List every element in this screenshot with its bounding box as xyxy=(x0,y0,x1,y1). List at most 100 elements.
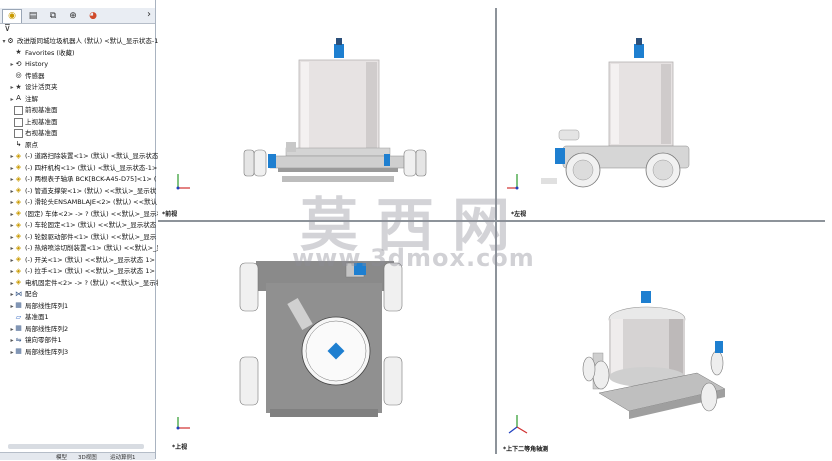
tree-item-label: 电机固定件<2> -> ? (默认) <<默认>_显示状 xyxy=(25,278,163,287)
viewport-divider-vertical[interactable] xyxy=(495,8,497,454)
expand-toggle-icon[interactable]: ▸ xyxy=(10,61,14,68)
dimxpert-manager-tab[interactable]: ⊕ xyxy=(64,9,82,22)
expand-toggle-icon[interactable]: ▸ xyxy=(10,245,14,252)
chevron-right-icon[interactable]: › xyxy=(147,9,151,20)
tree-item[interactable]: ▸▦局部线性阵列1 xyxy=(0,301,155,313)
viewport-front[interactable]: *前视 xyxy=(158,8,494,220)
expand-toggle-icon[interactable]: ▸ xyxy=(10,291,14,298)
tree-item[interactable]: ▸▦局部线性阵列3 xyxy=(0,347,155,359)
tree-item[interactable]: ▸◈(-) 管道支撑架<1> (默认) <<默认>_显示状 xyxy=(0,186,157,198)
tree-item-label: 局部线性阵列3 xyxy=(25,347,69,356)
expand-toggle-icon[interactable]: ▸ xyxy=(10,164,14,172)
folder-icon: ★ xyxy=(15,48,22,57)
tree-item[interactable]: ▸◈(-) 轮毂驱动部件<1> (默认) <<默认>_显示 xyxy=(0,232,156,244)
tree-item-label: 镜向零部件1 xyxy=(25,336,62,344)
part-icon: ◈ xyxy=(15,266,22,275)
tree-item-label: 注解 xyxy=(25,94,38,103)
wheel xyxy=(403,149,417,177)
tree-item[interactable]: 前视基准面 xyxy=(0,105,155,117)
tab-model[interactable]: 模型 xyxy=(56,455,68,461)
tree-item-label: (-) 四杆机构<1> (默认) <默认_显示状态-1> xyxy=(25,163,158,172)
pattern-icon: ▦ xyxy=(15,301,22,310)
expand-toggle-icon[interactable]: ▸ xyxy=(10,210,14,218)
viewport-label-front: *前视 xyxy=(162,211,178,218)
expand-toggle-icon[interactable]: ▾ xyxy=(2,38,6,45)
expand-toggle-icon[interactable]: ▸ xyxy=(10,256,14,264)
tree-item[interactable]: ▸◈(-) 道路扫除装置<1> (默认) <默认_显示状态 xyxy=(0,151,159,163)
wheel xyxy=(383,262,403,312)
tree-item[interactable]: ▸⟲History xyxy=(0,59,155,71)
bottom-tabs: 模型 3D视图 运动算例1 xyxy=(0,452,155,461)
feature-manager-tab[interactable]: ◉ xyxy=(2,8,22,23)
tree-item[interactable]: ▸⋈配合 xyxy=(0,289,155,301)
isometric-view-model xyxy=(508,291,726,434)
tree-item[interactable]: ▸◈(-) 四杆机构<1> (默认) <默认_显示状态-1> xyxy=(0,163,158,175)
expand-toggle-icon[interactable]: ▸ xyxy=(10,348,14,356)
horizontal-scrollbar[interactable] xyxy=(8,444,144,449)
viewport-isometric[interactable]: *上下二等角轴测 xyxy=(497,223,825,454)
part-icon: ◈ xyxy=(15,232,22,241)
configuration-manager-tab[interactable]: ⧉ xyxy=(44,9,62,22)
viewport-top[interactable]: *上视 xyxy=(158,223,494,454)
part-icon: ◈ xyxy=(15,174,22,183)
tree-item[interactable]: ▾⚙改进版同城垃圾机器人 (默认) <默认_显示状态-1> xyxy=(0,36,163,48)
expand-toggle-icon[interactable]: ▸ xyxy=(10,187,14,195)
tree-item-label: 原点 xyxy=(25,140,38,149)
part-icon: ◈ xyxy=(15,255,22,264)
expand-toggle-icon[interactable]: ▸ xyxy=(10,153,14,160)
expand-toggle-icon[interactable]: ▸ xyxy=(10,176,14,183)
tab-motion-study[interactable]: 运动算例1 xyxy=(110,455,136,461)
property-manager-tab[interactable]: ▤ xyxy=(24,9,42,22)
expand-toggle-icon[interactable]: ▸ xyxy=(10,95,14,103)
tree-item[interactable]: ▸▦局部线性阵列2 xyxy=(0,324,155,336)
tree-item[interactable]: ▸◈(-) 车轮固定<1> (默认) <<默认>_显示状态 xyxy=(0,220,156,232)
viewport-left[interactable]: *左视 xyxy=(497,8,825,220)
expand-toggle-icon[interactable]: ▸ xyxy=(10,337,14,344)
viewport-label-left: *左视 xyxy=(511,211,527,218)
tree-item[interactable]: ▸◈(-) 开关<1> (默认) <<默认>_显示状态 1> xyxy=(0,255,155,267)
part-icon: ◈ xyxy=(15,209,22,218)
tree-item[interactable]: ▸★设计活页夹 xyxy=(0,82,155,94)
wheel xyxy=(239,356,259,406)
tree-item[interactable]: ◎传感器 xyxy=(0,71,155,83)
pattern-icon: ▦ xyxy=(15,347,22,356)
filter-icon[interactable]: ⊽ xyxy=(4,24,11,34)
tree-item[interactable]: ↳原点 xyxy=(0,140,155,152)
expand-toggle-icon[interactable]: ▸ xyxy=(10,199,14,206)
tree-item[interactable]: ★Favorites (收藏) xyxy=(0,48,155,60)
crosshair-icon: ⊕ xyxy=(69,10,77,21)
viewport-divider-horizontal[interactable] xyxy=(158,220,825,222)
tree-item-label: (-) 管道支撑架<1> (默认) <<默认>_显示状 xyxy=(25,186,157,195)
color-wheel-icon: ◕ xyxy=(89,10,97,21)
expand-toggle-icon[interactable]: ▸ xyxy=(10,233,14,241)
tree-item[interactable]: ▸◈(-) 热熔喷涂切削装置<1> (默认) <<默认>_显 xyxy=(0,243,162,255)
wheel xyxy=(253,149,267,177)
tree-item[interactable]: ▸◈(-) 拉手<1> (默认) <<默认>_显示状态 1> xyxy=(0,266,155,278)
expand-toggle-icon[interactable]: ▸ xyxy=(10,268,14,275)
tree-item-label: (-) 拉手<1> (默认) <<默认>_显示状态 1> xyxy=(25,267,155,275)
expand-toggle-icon[interactable]: ▸ xyxy=(10,302,14,310)
watermark-url: www.3dmox.com xyxy=(292,244,535,272)
tree-item[interactable]: ▸⇋镜向零部件1 xyxy=(0,335,155,347)
display-manager-tab[interactable]: ◕ xyxy=(84,9,102,22)
wheel xyxy=(239,262,259,312)
expand-toggle-icon[interactable]: ▸ xyxy=(10,222,14,229)
wheel xyxy=(700,382,718,412)
tree-item-label: (-) 两根表子轴承 BCK[BCK-A45-D75]<1> ( xyxy=(25,175,157,183)
expand-toggle-icon[interactable]: ▸ xyxy=(10,325,14,333)
tree-item[interactable]: ▸◈(-) 滑轮头ENSAMBLAJE<2> (默认) <<默认 xyxy=(0,197,157,209)
tree-item[interactable]: 右视基准面 xyxy=(0,128,155,140)
tree-item[interactable]: ▸◈(固定) 车体<2> -> ? (默认) <<默认>_显示状 xyxy=(0,209,162,221)
mates-icon: ⋈ xyxy=(15,289,22,298)
expand-toggle-icon[interactable]: ▸ xyxy=(10,279,14,287)
tree-item[interactable]: 上视基准面 xyxy=(0,117,155,129)
tree-item-label: (-) 道路扫除装置<1> (默认) <默认_显示状态 xyxy=(25,152,159,160)
tab-3d-views[interactable]: 3D视图 xyxy=(78,455,97,461)
tree-item-label: 右视基准面 xyxy=(25,129,58,137)
tree-item-label: History xyxy=(25,60,49,68)
tree-item[interactable]: ▱基准面1 xyxy=(0,312,155,324)
expand-toggle-icon[interactable]: ▸ xyxy=(10,84,14,91)
tree-item[interactable]: ▸◈电机固定件<2> -> ? (默认) <<默认>_显示状 xyxy=(0,278,162,290)
tree-item[interactable]: ▸◈(-) 两根表子轴承 BCK[BCK-A45-D75]<1> ( xyxy=(0,174,157,186)
